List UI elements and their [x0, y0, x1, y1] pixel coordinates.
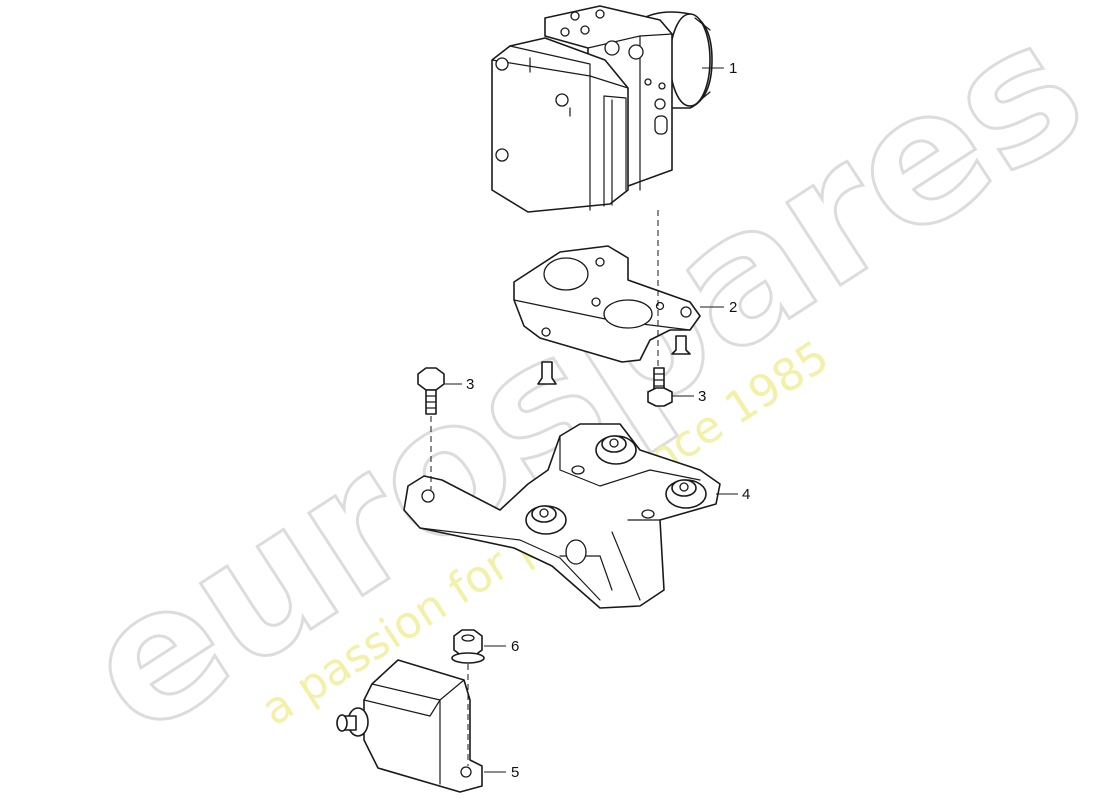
assembly-lines	[430, 210, 659, 766]
callout-4: 4	[716, 486, 750, 503]
mounting-bracket	[513, 245, 701, 385]
callout-3b: 3	[672, 388, 706, 405]
callout-2: 2	[700, 299, 737, 316]
callout-6: 6	[484, 638, 519, 655]
support-bracket	[403, 423, 721, 609]
callout-number: 3	[466, 376, 474, 393]
callout-number: 6	[511, 638, 519, 655]
rubber-mount-1	[595, 435, 637, 465]
callout-number: 5	[511, 764, 519, 781]
rubber-mount-2	[665, 479, 707, 509]
abs-hydraulic-unit	[491, 5, 713, 213]
callout-number: 2	[729, 299, 737, 316]
flange-nut	[451, 629, 485, 664]
yaw-rate-sensor	[336, 659, 483, 793]
callout-number: 1	[729, 60, 737, 77]
callout-3a: 3	[444, 376, 474, 393]
rubber-mount-3	[525, 505, 567, 535]
callout-number: 3	[698, 388, 706, 405]
callout-number: 4	[742, 486, 750, 503]
bolt-right	[647, 367, 673, 407]
callout-5: 5	[484, 764, 519, 781]
callout-1: 1	[702, 60, 737, 77]
